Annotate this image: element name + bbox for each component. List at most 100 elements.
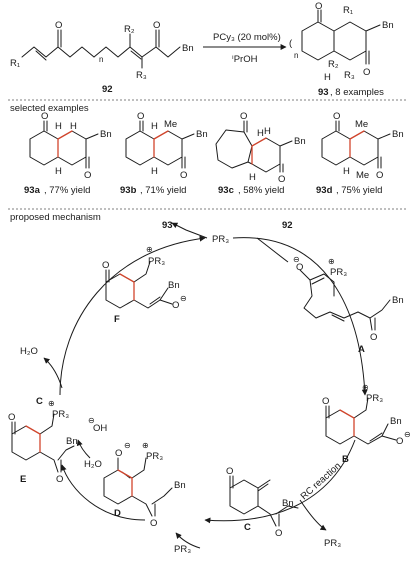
hydroxide-label: OH [93, 423, 107, 434]
atom-r3: R₃ [136, 70, 147, 81]
example-label: 93c [218, 185, 234, 196]
mechanism-header: proposed mechanism [10, 212, 101, 223]
example-yield: , 77% yield [44, 185, 90, 196]
label-a: A [358, 344, 365, 355]
atom-me: Me [164, 119, 177, 130]
minus-sign: ⊖ [404, 430, 411, 439]
reagent-label: PCy₃ (20 mol%) [213, 32, 281, 43]
example-yield: , 71% yield [140, 185, 186, 196]
atom-o: O [278, 174, 285, 185]
intermediate-d: O ⊖ ⊕ PR₃ Bn O D [103, 441, 186, 529]
label-e: E [20, 474, 26, 485]
atom-r2: R₂ [328, 59, 339, 70]
example-label: 93a [24, 185, 41, 196]
atom-n: n [99, 55, 103, 64]
atom-o: O [56, 474, 63, 485]
example-yield: , 58% yield [238, 185, 284, 196]
atom-h: H [324, 72, 331, 83]
atom-o: O [8, 412, 15, 423]
mech-substrate-label: 92 [282, 220, 293, 231]
atom-o: O [150, 518, 157, 529]
example-93a: O H H Bn H O 93a , 77% yield [24, 111, 112, 196]
intermediate-c: O Bn O C [226, 466, 299, 539]
atom-bn: Bn [282, 498, 294, 509]
label-b: B [342, 454, 349, 465]
c-entry-label: C [36, 396, 43, 407]
substrate-entry-arrow [256, 237, 289, 263]
atom-bn: Bn [392, 129, 404, 140]
plus-sign: ⊕ [328, 257, 335, 266]
atom-o: O [315, 1, 322, 12]
example-93b: O H Me Bn H O 93b , 71% yield [120, 111, 208, 196]
cycle-arrow-2 [204, 439, 356, 524]
cycle-arrow-3 [60, 464, 146, 521]
rc-reaction-label: RC reaction [299, 460, 344, 502]
minus-sign: ⊖ [180, 294, 187, 303]
plus-sign: ⊕ [142, 441, 149, 450]
substrate-label: 92 [102, 84, 113, 95]
atom-o: O [376, 170, 383, 181]
minus-sign: ⊖ [124, 441, 131, 450]
atom-o: O [363, 67, 370, 78]
product-note: , 8 examples [330, 87, 384, 98]
minus-sign: ⊖ [293, 255, 300, 264]
example-93d: O Me Bn H Me O 93d , 75% yield [316, 111, 404, 196]
label-c: C [244, 522, 251, 533]
atom-o: O [102, 260, 109, 271]
intermediate-a: O ⊖ ⊕ PR₃ Bn O A [293, 255, 404, 355]
atom-n: n [294, 51, 298, 60]
atom-h: H [249, 172, 256, 183]
plus-sign: ⊕ [48, 399, 55, 408]
atom-bn: Bn [182, 43, 194, 54]
product-93: O R₁ Bn O R₂ R₃ H ( n 93 , 8 examples [289, 1, 394, 98]
catalyst-label: PR₃ [212, 234, 229, 245]
atom-h: H [55, 121, 62, 132]
atom-o: O [137, 111, 144, 122]
atom-o: O [55, 20, 62, 31]
example-label: 93b [120, 185, 137, 196]
pr3-add-arrow [175, 532, 201, 549]
released-pr3-label: PR₃ [324, 538, 341, 549]
label-d: D [114, 508, 121, 519]
atom-o: O [275, 528, 282, 539]
cycle-arrow-4 [59, 235, 206, 396]
atom-h: H [55, 166, 62, 177]
atom-bn: Bn [66, 436, 78, 447]
mech-product-label: 93 [162, 220, 173, 231]
example-yield: , 75% yield [336, 185, 382, 196]
atom-r2: R₂ [124, 24, 135, 35]
atom-o: O [370, 332, 377, 343]
solvent-label: ⁱPrOH [232, 54, 258, 65]
example-label: 93d [316, 185, 333, 196]
atom-h: H [70, 121, 77, 132]
atom-bn: Bn [392, 295, 404, 306]
phosphonium-label: PR₃ [146, 451, 163, 462]
atom-o-anion: O [396, 436, 403, 447]
atom-r3: R₃ [344, 70, 355, 81]
atom-me: Me [356, 170, 369, 181]
atom-o: O [240, 111, 247, 122]
intermediate-e: O ⊕ PR₃ Bn O E [8, 399, 78, 485]
atom-bn: Bn [382, 20, 394, 31]
atom-bn: Bn [168, 280, 180, 291]
plus-sign: ⊕ [362, 383, 369, 392]
atom-h: H [151, 121, 158, 132]
atom-h: H [343, 166, 350, 177]
atom-o: O [226, 466, 233, 477]
atom-o-anion: O [115, 448, 122, 459]
atom-o: O [153, 20, 160, 31]
atom-bn: Bn [100, 129, 112, 140]
hydroxide-arrow [76, 439, 91, 459]
phosphonium-label: PR₃ [366, 393, 383, 404]
atom-bn: Bn [294, 136, 306, 147]
reaction-arrow: PCy₃ (20 mol%) ⁱPrOH [203, 32, 287, 65]
atom-o-anion: O [172, 300, 179, 311]
catalytic-cycle [59, 222, 368, 524]
label-f: F [114, 314, 120, 325]
water-label-ef: H₂O [20, 346, 38, 357]
atom-o: O [333, 111, 340, 122]
atom-h: H [151, 166, 158, 177]
examples-header: selected examples [10, 103, 89, 114]
atom-o: O [41, 111, 48, 122]
water-label-de: H₂O [84, 459, 102, 470]
